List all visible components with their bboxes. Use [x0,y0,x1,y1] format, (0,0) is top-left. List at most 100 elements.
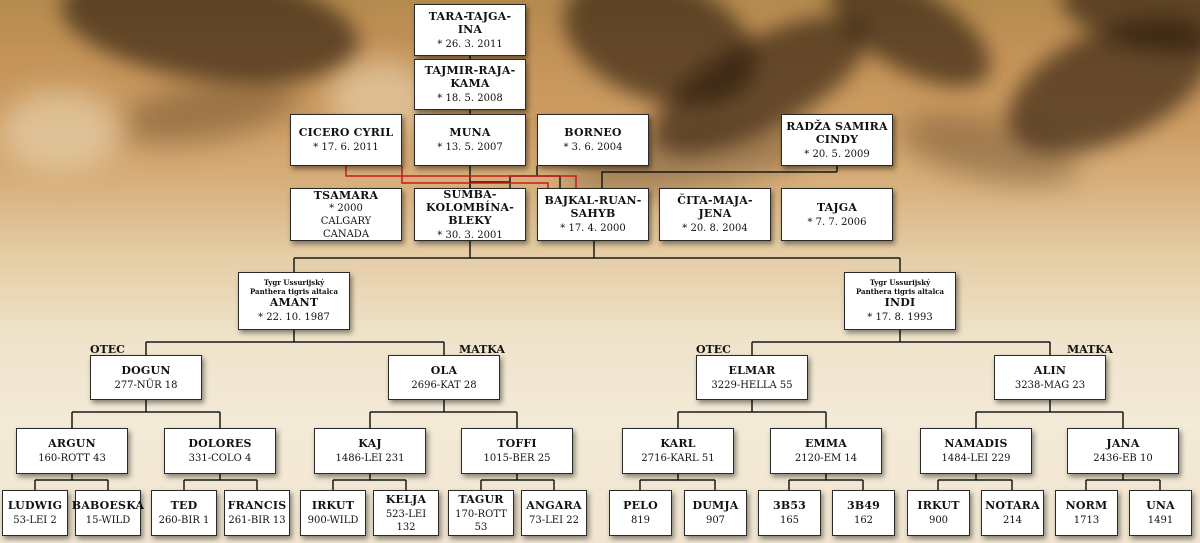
node-city: CALGARY [320,215,372,227]
node-birthdate: * 30. 3. 2001 [437,229,503,241]
node-id: 1015-BER 25 [483,453,551,464]
node-birthdate: * 2000 [329,202,363,214]
node-id: 160-ROTT 43 [38,453,106,464]
node-jana: JANA 2436-EB 10 [1067,428,1179,474]
node-irkut-2: IRKUT 900 [907,490,970,536]
node-muna: MUNA * 13. 5. 2007 [414,114,526,166]
node-id: 170-ROTT 53 [455,508,507,533]
node-id: 2120-EM 14 [794,453,858,464]
node-sumba-kolombina-bleky: SUMBA-KOLOMBÍNA- BLEKY * 30. 3. 2001 [414,188,526,241]
node-ted: TED 260-BIR 1 [151,490,217,536]
node-name: BAJKAL-RUAN-SAHYB [544,194,642,220]
node-id: 214 [1002,515,1023,526]
node-id: 1484-LEI 229 [941,453,1011,464]
node-name: TAGUR [458,492,504,506]
node-name: TED [170,499,198,512]
node-irkut-1: IRKUT 900-WILD [300,490,366,536]
node-id: 1713 [1073,515,1100,526]
node-name: BABOESKA [71,499,145,512]
node-species: Tygr Ussurijský [869,278,931,287]
node-species-latin: Panthera tigris altalca [249,287,339,296]
node-id: 907 [705,515,726,526]
node-name: MUNA [449,126,491,139]
node-species-latin: Panthera tigris altalca [855,287,945,296]
node-argun: ARGUN 160-ROTT 43 [16,428,128,474]
node-birthdate: * 3. 6. 2004 [563,142,623,153]
node-alin: ALIN 3238-MAG 23 [994,355,1106,400]
node-birthdate: * 22. 10. 1987 [258,312,330,323]
node-name: SUMBA-KOLOMBÍNA- [426,187,514,214]
node-norm: NORM 1713 [1055,490,1118,536]
node-name: RADŽA SAMIRA [786,119,888,133]
node-tagur: TAGUR 170-ROTT 53 [448,490,514,536]
node-name: TAJMIR-RAJA-KAMA [424,64,516,90]
node-name-line2: CINDY [815,132,859,146]
node-name: ARGUN [48,437,96,450]
label-otec-right: OTEC [696,343,731,356]
node-cita-maja-jena: ČITA-MAJA-JENA * 20. 8. 2004 [659,188,771,241]
node-3b49: 3B49 162 [832,490,895,536]
node-name: LUDWIG [7,499,63,512]
node-name: NORM [1065,499,1108,512]
node-name: 3B53 [772,499,807,512]
node-emma: EMMA 2120-EM 14 [770,428,882,474]
node-birthdate: * 17. 6. 2011 [313,142,379,153]
node-name: OLA [430,363,458,377]
node-id: 331-COLO 4 [188,453,252,464]
node-id: 900 [928,515,949,526]
node-elmar: ELMAR 3229-HELLA 55 [696,355,808,400]
node-id: 73-LEI 22 [529,515,579,526]
node-angara: ANGARA 73-LEI 22 [521,490,587,536]
node-id: 2696-KAT 28 [411,379,477,391]
node-ludwig: LUDWIG 53-LEI 2 [2,490,68,536]
node-country: CANADA [322,228,370,240]
node-id: 260-BIR 1 [158,515,210,526]
node-radza-samira-cindy: RADŽA SAMIRA CINDY * 20. 5. 2009 [781,114,893,166]
node-birthdate: * 26. 3. 2011 [437,38,503,50]
node-id: 261-BIR 13 [228,515,286,526]
node-tajmir-raja-kama: TAJMIR-RAJA-KAMA * 18. 5. 2008 [414,59,526,110]
node-birthdate: * 17. 4. 2000 [560,223,626,234]
label-otec-left: OTEC [90,343,125,356]
node-name-line2: BLEKY [448,213,492,227]
node-id: 1486-LEI 231 [335,453,405,464]
node-name: 3B49 [846,499,881,512]
node-baboeska: BABOESKA 15-WILD [72,490,144,536]
node-borneo: BORNEO * 3. 6. 2004 [537,114,649,166]
node-id: 3238-MAG 23 [1014,379,1086,391]
node-amant: Tygr Ussurijský Panthera tigris altalca … [238,272,350,330]
node-name: EMMA [804,437,848,450]
node-tsamara: TSAMARA * 2000 CALGARY CANADA [290,188,402,241]
node-name: KELJA [385,492,427,506]
node-name: IRKUT [311,499,355,512]
node-id: 900-WILD [307,515,359,526]
node-notara: NOTARA 214 [981,490,1044,536]
node-species: Tygr Ussurijský [263,278,325,287]
node-id: 2716-KARL 51 [641,453,715,464]
node-id: 2436-EB 10 [1093,453,1153,464]
node-birthdate: * 17. 8. 1993 [867,312,933,323]
node-karl: KARL 2716-KARL 51 [622,428,734,474]
label-matka-left: MATKA [459,343,505,356]
node-name: DUMJA [692,499,739,512]
node-birthdate: * 20. 8. 2004 [682,223,748,234]
node-indi: Tygr Ussurijský Panthera tigris altalca … [844,272,956,330]
node-dumja: DUMJA 907 [684,490,747,536]
node-name: CICERO CYRIL [298,126,394,139]
node-name: KAJ [358,437,382,450]
node-pelo: PELO 819 [609,490,672,536]
node-birthdate: * 7. 7. 2006 [807,216,867,228]
node-id: 277-NÜR 18 [114,379,178,391]
node-name: NAMADIS [944,437,1008,450]
node-namadis: NAMADIS 1484-LEI 229 [920,428,1032,474]
node-id: 162 [853,515,874,526]
node-id: 15-WILD [85,515,131,526]
node-toffi: TOFFI 1015-BER 25 [461,428,573,474]
node-id: 53-LEI 2 [13,515,57,526]
node-name: TARA-TAJGA-INA [428,9,512,36]
node-id: 165 [779,515,800,526]
node-francis: FRANCIS 261-BIR 13 [224,490,290,536]
node-name: FRANCIS [227,499,287,512]
node-name: PELO [623,499,658,512]
